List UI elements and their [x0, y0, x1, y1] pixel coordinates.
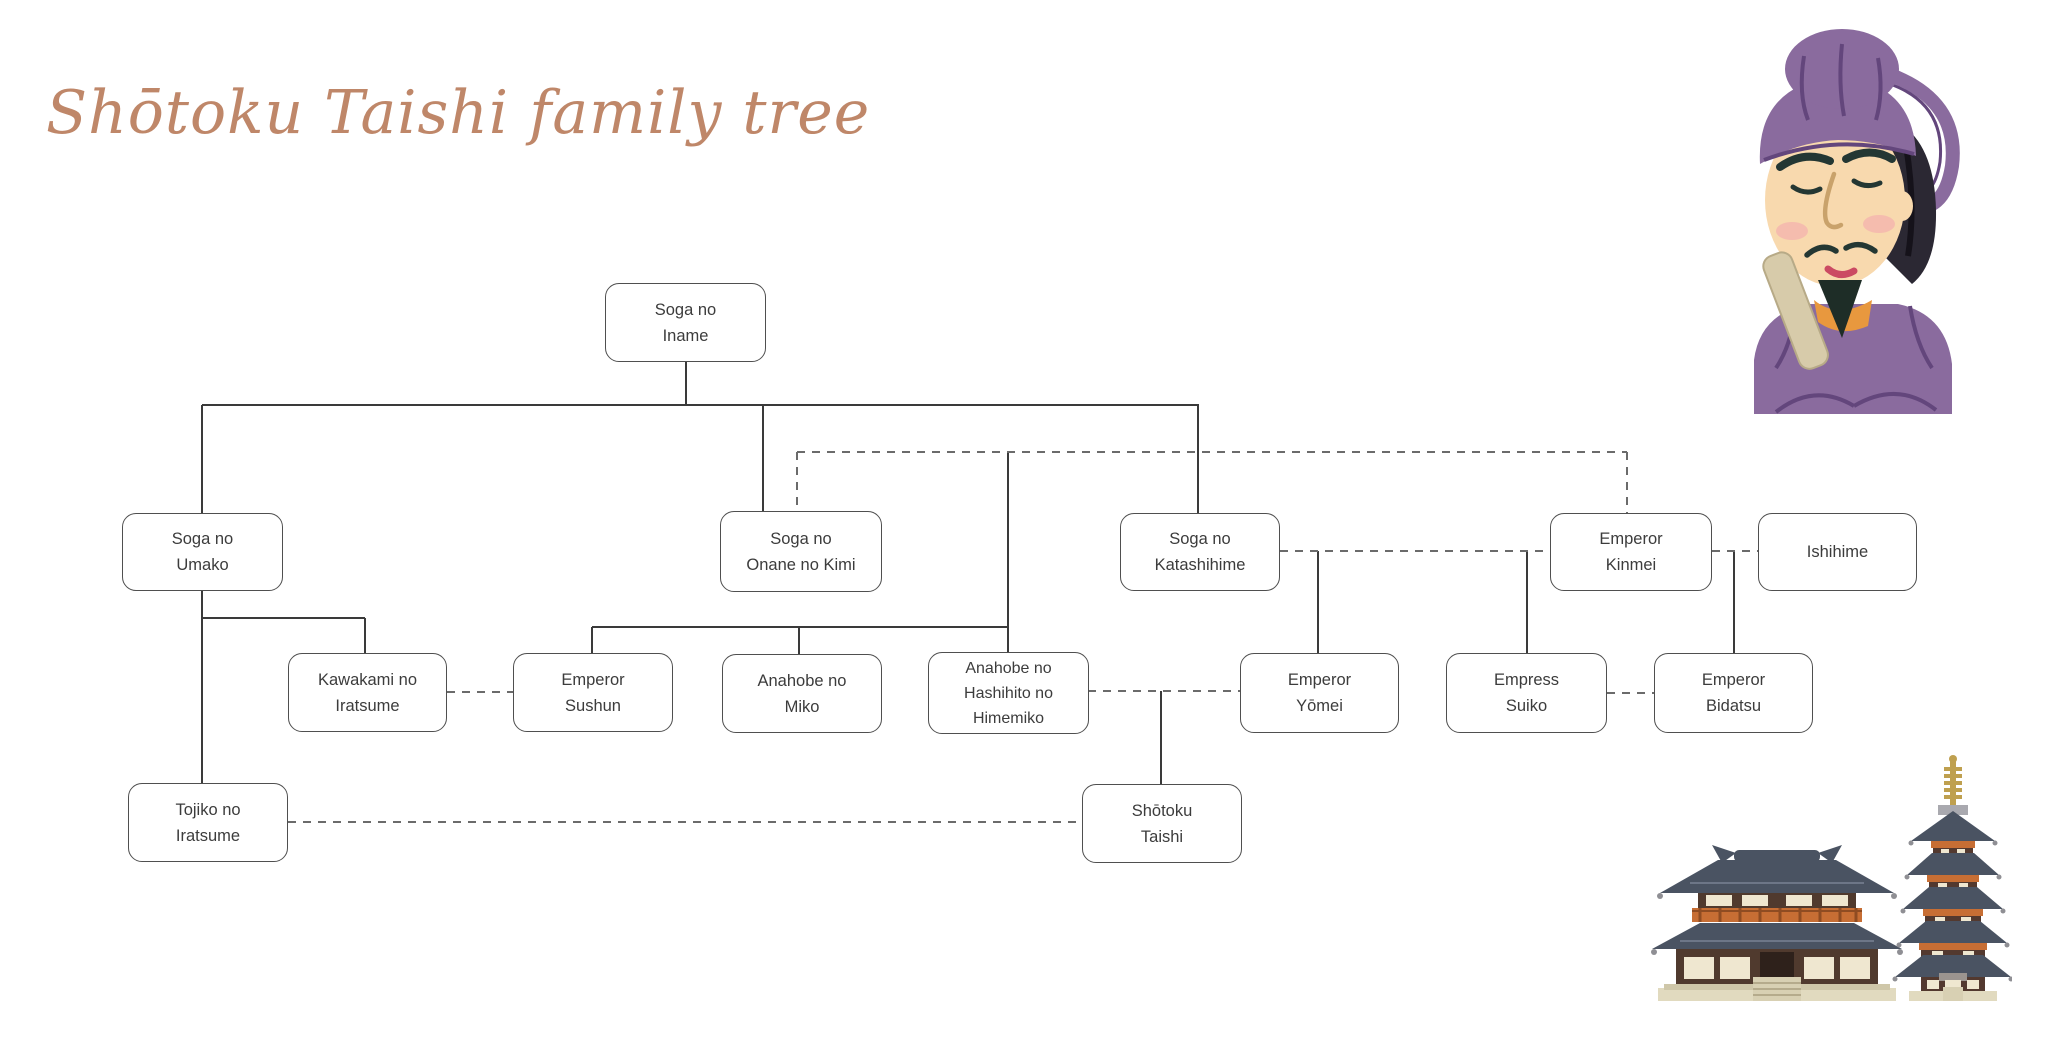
node-label-line: Ishihime	[1806, 543, 1869, 561]
marriage-tojiko-shotoku	[288, 821, 1082, 823]
node-label-line: Emperor	[1287, 671, 1352, 689]
node-label-line: Tojiko no	[175, 800, 241, 819]
node-label-line: Umako	[176, 556, 229, 574]
marriage-onane-kinmei-right	[1626, 452, 1628, 513]
shotoku-taishi-portrait-illustration	[1754, 29, 1960, 414]
connector-onane-children	[592, 626, 1009, 628]
node-soga-no-umako[interactable]: Soga no Umako	[122, 513, 283, 591]
node-ishihime[interactable]: Ishihime	[1758, 513, 1917, 591]
node-soga-no-onane-no-kimi[interactable]: Soga no Onane no Kimi	[720, 511, 882, 592]
connector-miko-up	[798, 627, 800, 654]
node-label-line: Kinmei	[1605, 556, 1657, 574]
connector-umako-up	[201, 405, 203, 513]
node-label-line: Iratsume	[175, 826, 241, 845]
connector-bidatsu-up	[1733, 551, 1735, 653]
node-shotoku-taishi[interactable]: Shōtoku Taishi	[1082, 784, 1242, 863]
marriage-onane-kinmei	[797, 451, 1627, 453]
node-anahobe-no-miko[interactable]: Anahobe no Miko	[722, 654, 882, 733]
node-label-line: Emperor	[1599, 530, 1663, 548]
node-label-line: Sushun	[565, 696, 621, 715]
horyuji-temple-illustration	[1651, 755, 2012, 1001]
node-tojiko-no-iratsume[interactable]: Tojiko no Iratsume	[128, 783, 288, 862]
node-label-line: Soga no	[171, 530, 234, 548]
connector-yomei-up	[1317, 551, 1319, 653]
node-label-line: Suiko	[1505, 697, 1548, 715]
marriage-suiko-bidatsu	[1607, 692, 1654, 694]
node-label-line: Emperor	[1701, 671, 1766, 689]
node-label-line: Empress	[1493, 671, 1560, 689]
node-empress-suiko[interactable]: Empress Suiko	[1446, 653, 1607, 733]
marriage-kinmei-ishihime	[1712, 550, 1758, 552]
node-label-line: Anahobe no	[965, 659, 1052, 677]
node-label-line: Onane no Kimi	[746, 555, 856, 574]
connector-iname-children	[202, 404, 1199, 406]
node-label-line: Katashihime	[1154, 556, 1246, 574]
connector-umako-down	[201, 590, 203, 783]
node-label-line: Hashihito no	[964, 684, 1053, 702]
connector-onane-kinmei-down	[1007, 452, 1009, 654]
node-label-line: Iratsume	[335, 696, 400, 715]
node-label-line: Emperor	[561, 670, 625, 689]
node-emperor-sushun[interactable]: Emperor Sushun	[513, 653, 673, 732]
connector-onane-up	[762, 405, 764, 511]
node-label-line: Shōtoku	[1131, 801, 1193, 820]
node-anahobe-no-hashihito-no-himemiko[interactable]: Anahobe no Hashihito no Himemiko	[928, 652, 1089, 734]
marriage-hashihito-yomei	[1088, 690, 1240, 692]
node-label-line: Himemiko	[972, 709, 1045, 727]
node-label-line: Soga no	[770, 529, 832, 548]
node-label-line: Taishi	[1140, 827, 1184, 846]
node-label-line: Soga no	[654, 300, 717, 319]
page-title: Shōtoku Taishi family tree	[46, 78, 871, 148]
node-label-line: Kawakami no	[317, 670, 418, 689]
connector-katashihime-up	[1197, 405, 1199, 513]
node-label-line: Bidatsu	[1705, 697, 1762, 715]
node-soga-no-iname[interactable]: Soga no Iname	[605, 283, 766, 362]
node-label-line: Soga no	[1169, 530, 1231, 548]
connector-iname-drop	[685, 362, 687, 405]
connector-suiko-up	[1526, 551, 1528, 653]
marriage-katashihime-kinmei	[1280, 550, 1550, 552]
node-emperor-yomei[interactable]: Emperor Yōmei	[1240, 653, 1399, 733]
node-soga-no-katashihime[interactable]: Soga no Katashihime	[1120, 513, 1280, 591]
node-emperor-kinmei[interactable]: Emperor Kinmei	[1550, 513, 1712, 591]
marriage-kawakami-sushun	[447, 691, 513, 693]
connector-shotoku-up	[1160, 691, 1162, 784]
node-label-line: Iname	[662, 326, 709, 345]
node-kawakami-no-iratsume[interactable]: Kawakami no Iratsume	[288, 653, 447, 732]
node-label-line: Yōmei	[1296, 697, 1343, 715]
node-emperor-bidatsu[interactable]: Emperor Bidatsu	[1654, 653, 1813, 733]
node-label-line: Miko	[784, 697, 820, 716]
marriage-onane-kinmei-left	[796, 452, 798, 511]
connector-sushun-up	[591, 627, 593, 653]
connector-umako-branch	[202, 617, 365, 619]
connector-kawakami-up	[364, 618, 366, 653]
node-label-line: Anahobe no	[757, 671, 847, 690]
